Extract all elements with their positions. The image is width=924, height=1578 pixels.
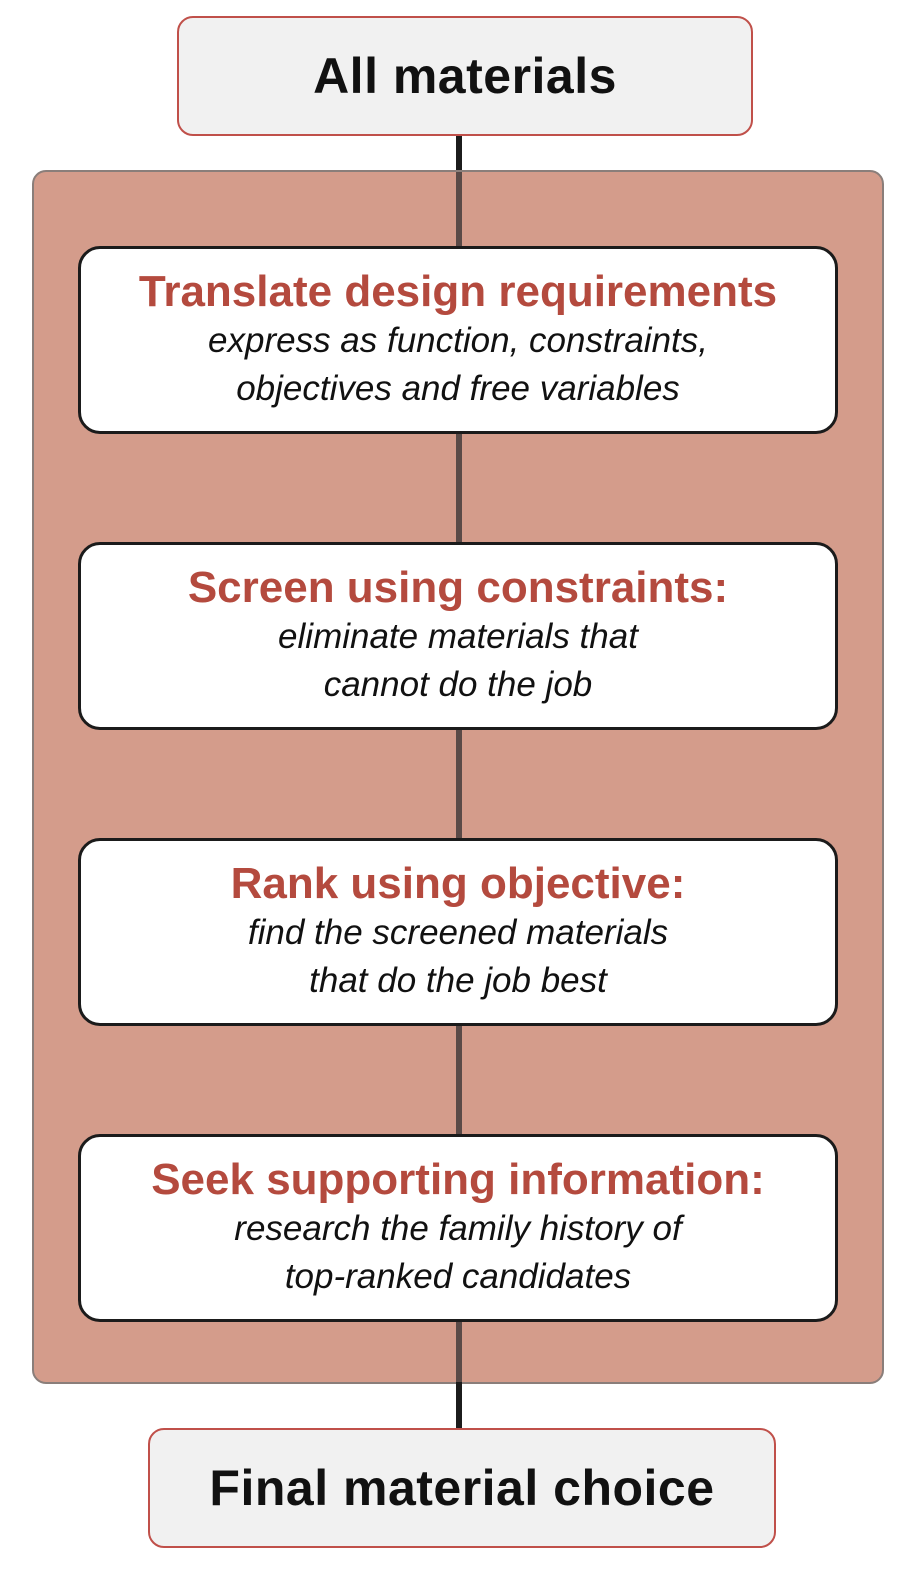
step-screen: Screen using constraints: eliminate mate… <box>78 542 838 730</box>
end-node: Final material choice <box>148 1428 776 1548</box>
step-description: express as function, constraints, object… <box>208 321 708 408</box>
step-description: research the family history of top-ranke… <box>234 1209 682 1296</box>
step-title: Seek supporting information: <box>151 1155 765 1204</box>
connector-line-step-2-to-3 <box>456 726 462 840</box>
end-node-label: Final material choice <box>209 1460 715 1516</box>
step-rank: Rank using objective: find the screened … <box>78 838 838 1026</box>
step-description: find the screened materials that do the … <box>247 913 669 1000</box>
step-title: Translate design requirements <box>138 267 778 316</box>
step-description: eliminate materials that cannot do the j… <box>278 617 638 704</box>
connector-line-step-1-to-2 <box>456 430 462 544</box>
connector-line-from-step-4 <box>456 1318 462 1382</box>
connector-line-to-step-1 <box>456 172 462 248</box>
connector-line-step-3-to-4 <box>456 1022 462 1136</box>
step-translate: Translate design requirements express as… <box>78 246 838 434</box>
start-node-label: All materials <box>313 48 617 104</box>
connector-line-top <box>456 134 462 172</box>
step-title: Screen using constraints: <box>187 563 729 612</box>
step-seek-information: Seek supporting information: research th… <box>78 1134 838 1322</box>
connector-line-bottom <box>456 1382 462 1430</box>
step-title: Rank using objective: <box>230 859 686 908</box>
start-node: All materials <box>177 16 753 136</box>
